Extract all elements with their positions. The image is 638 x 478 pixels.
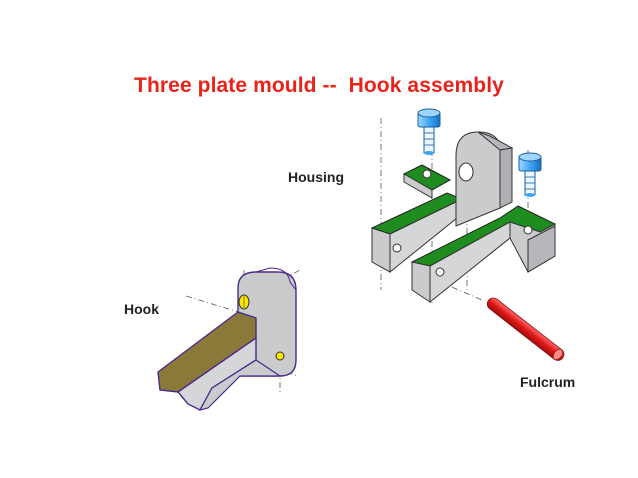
screw-left (417, 108, 441, 155)
screw-right (518, 152, 542, 197)
housing-label: Housing (288, 169, 344, 185)
fulcrum-label: Fulcrum (520, 374, 576, 390)
fulcrum-pin (486, 297, 565, 361)
diagram-title: Three plate mould -- Hook assembly (134, 74, 504, 97)
hook-label: Hook (124, 301, 159, 317)
housing-part (370, 118, 557, 305)
hook-part (157, 267, 301, 411)
